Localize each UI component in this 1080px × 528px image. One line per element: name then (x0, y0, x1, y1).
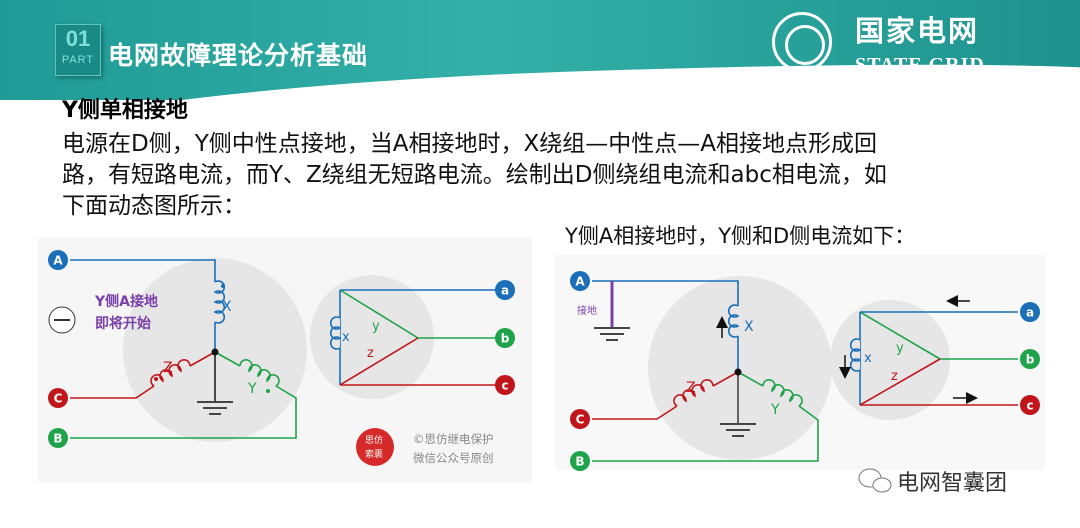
winding-label-Z: Z (686, 380, 696, 396)
terminal-B (570, 451, 590, 471)
winding-label-z: z (367, 346, 374, 361)
ground-label: 接地 (577, 304, 597, 317)
terminal-b (1020, 349, 1040, 369)
terminal-label-b: b (1026, 353, 1035, 367)
body-line-1: 电源在D侧，Y侧中性点接地，当A相接地时，X绕组—中性点—A相接地点形成回 (62, 131, 877, 157)
terminal-label-c: c (501, 379, 508, 393)
note-line-2: 即将开始 (95, 315, 151, 332)
svg-text:索裹: 索裹 (365, 448, 383, 460)
winding-label-y: y (896, 341, 904, 356)
part-number: 01 (65, 26, 91, 51)
terminal-label-a: a (501, 284, 509, 298)
wechat-icon (858, 468, 892, 493)
winding-label-x: x (342, 330, 350, 345)
winding-label-Y: Y (247, 381, 257, 397)
credit-line-1: ©思仿继电保护 (413, 432, 494, 446)
logo-text-en: STATE GRID (855, 54, 985, 76)
terminal-A (570, 271, 590, 291)
terminal-label-A: A (575, 275, 585, 289)
terminal-c (495, 375, 515, 395)
terminal-B (48, 428, 68, 448)
terminal-a (1020, 302, 1040, 322)
terminal-A (48, 250, 68, 270)
section-title: 电网故障理论分析基础 (108, 41, 369, 70)
winding-label-Y: Y (770, 402, 780, 418)
body-line-2: 路，有短路电流，而Y、Z绕组无短路电流。绘制出D侧绕组电流和abc相电流，如 (62, 162, 887, 188)
winding-label-X: X (222, 299, 232, 315)
author-stamp (356, 428, 394, 466)
header-banner (0, 0, 1080, 173)
winding-label-y: y (372, 319, 380, 334)
terminal-C (48, 388, 68, 408)
terminal-c (1020, 395, 1040, 415)
note-line-1: Y侧A接地 (94, 293, 158, 310)
svg-text:思仿: 思仿 (365, 434, 383, 446)
part-label: PART (61, 54, 95, 66)
state-grid-logo-icon (772, 12, 832, 72)
terminal-label-B: B (53, 432, 62, 446)
terminal-label-C: C (54, 392, 63, 406)
winding-label-z: z (891, 369, 898, 384)
right-diagram: 接地 X Z Y x y z A C Ba b c (555, 255, 1045, 471)
body-line-3: 下面动态图所示： (62, 193, 246, 219)
winding-label-x: x (864, 351, 872, 366)
terminal-C (570, 409, 590, 429)
slide-subtitle: Y侧单相接地 (62, 98, 188, 123)
terminal-label-A: A (53, 254, 63, 268)
watermark-text: 电网智囊团 (897, 471, 1007, 496)
terminal-b (495, 328, 515, 348)
terminal-a (495, 280, 515, 300)
winding-label-X: X (744, 319, 754, 335)
terminal-label-C: C (576, 413, 585, 427)
terminal-label-b: b (501, 332, 510, 346)
terminal-label-a: a (1026, 306, 1034, 320)
credit-line-2: 微信公众号原创 (413, 451, 494, 465)
logo-text-cn: 国家电网 (855, 14, 980, 48)
terminal-label-B: B (575, 455, 584, 469)
winding-label-Z: Z (163, 360, 173, 376)
right-caption: Y侧A相接地时，Y侧和D侧电流如下： (565, 224, 916, 248)
terminal-label-c: c (1026, 399, 1033, 413)
